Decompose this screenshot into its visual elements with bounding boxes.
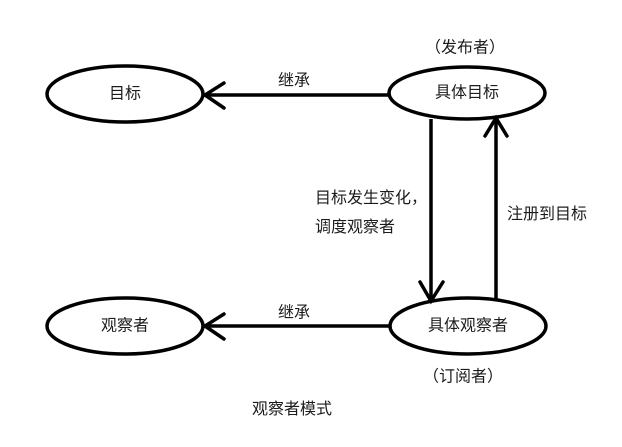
- target-node-label: 目标: [108, 85, 142, 103]
- inherit-top-arrowhead-icon: [201, 81, 226, 110]
- inherit-bottom-arrowhead-icon: [201, 312, 226, 341]
- notify-edge-label-line2: 调度观察者: [315, 219, 396, 236]
- concrete-target-node-label: 具体目标: [434, 84, 500, 102]
- notify-arrowhead-icon: [418, 280, 445, 305]
- register-arrowhead-icon: [483, 114, 509, 138]
- concrete-target-node-ellipse: [387, 65, 547, 121]
- notify-edge-label: 目标发生变化， 调度观察者: [315, 184, 427, 242]
- subscriber-annotation: （订阅者）: [422, 368, 504, 386]
- diagram-title: 观察者模式: [252, 401, 333, 418]
- publisher-annotation: （发布者）: [424, 39, 506, 57]
- notify-edge-label-line1: 目标发生变化，: [315, 190, 428, 207]
- register-edge-label: 注册到目标: [507, 206, 588, 223]
- concrete-observer-node-ellipse: [388, 296, 548, 356]
- inherit-top-edge-label: 继承: [277, 72, 311, 90]
- inherit-bottom-edge-label: 继承: [277, 304, 311, 322]
- target-node-ellipse: [45, 64, 205, 124]
- concrete-observer-node-label: 具体观察者: [427, 317, 509, 335]
- observer-node-label: 观察者: [100, 317, 150, 335]
